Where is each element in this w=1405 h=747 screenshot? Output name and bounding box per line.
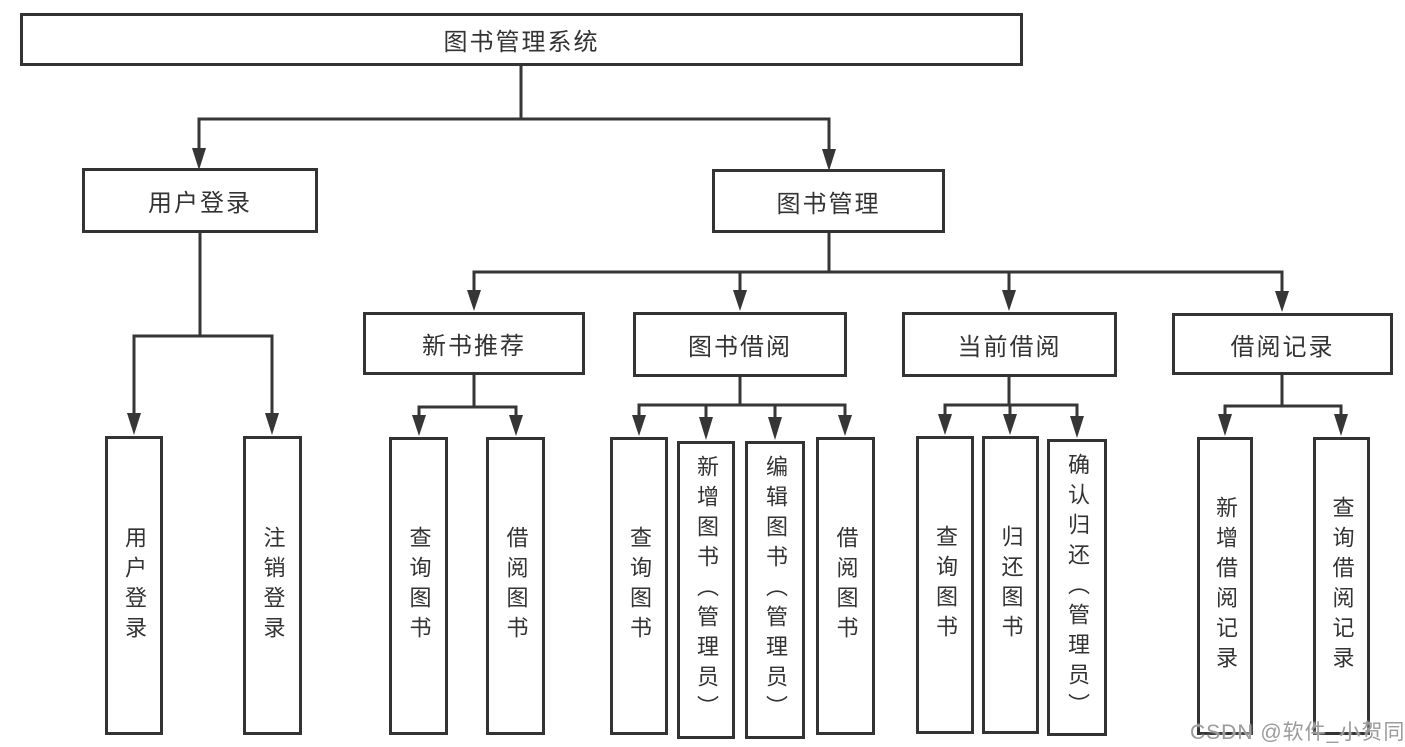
- leaf-confirm-return-admin-label: 确认归还（管理员）: [1065, 452, 1090, 723]
- arrow-down-icon: [265, 413, 279, 435]
- connector-new-book-recommend: [412, 373, 523, 436]
- arrow-down-icon: [1334, 414, 1348, 436]
- arrow-down-icon: [127, 413, 141, 435]
- node-current-borrow-label: 当前借阅: [957, 334, 1062, 361]
- connector-user-login: [127, 231, 279, 435]
- arrow-down-icon: [509, 415, 523, 436]
- leaf-logout-login: 注销登录: [243, 436, 302, 735]
- node-user-login-label: 用户登录: [148, 190, 252, 217]
- arrow-down-icon: [192, 148, 206, 170]
- node-user-login: 用户登录: [82, 168, 318, 233]
- arrow-down-icon: [1002, 290, 1016, 311]
- leaf-add-book-admin: 新增图书（管理员）: [677, 441, 735, 739]
- arrow-down-icon: [632, 415, 646, 436]
- node-book-management: 图书管理: [712, 169, 945, 233]
- arrow-down-icon: [1275, 291, 1289, 312]
- leaf-return-books-label: 归还图书: [998, 525, 1024, 645]
- leaf-add-book-admin-label: 新增图书（管理员）: [694, 455, 719, 725]
- connector-root: [192, 64, 836, 171]
- leaf-query-books-recommend: 查询图书: [389, 437, 448, 735]
- leaf-borrow-books-recommend-label: 借阅图书: [503, 526, 529, 646]
- node-book-borrow: 图书借阅: [633, 312, 847, 377]
- leaf-query-books-current: 查询图书: [916, 436, 974, 734]
- arrow-down-icon: [412, 415, 426, 436]
- node-new-book-recommend-label: 新书推荐: [422, 333, 526, 360]
- leaf-query-books-recommend-label: 查询图书: [406, 526, 432, 646]
- leaf-confirm-return-admin: 确认归还（管理员）: [1047, 439, 1107, 736]
- connector-book-borrow: [632, 375, 852, 440]
- leaf-edit-book-admin-label: 编辑图书（管理员）: [763, 455, 788, 725]
- leaf-return-books: 归还图书: [982, 436, 1039, 734]
- arrow-down-icon: [467, 290, 481, 311]
- leaf-query-borrow-record-label: 查询借阅记录: [1329, 496, 1355, 676]
- connector-current-borrow: [938, 375, 1084, 438]
- leaf-borrow-books-recommend: 借阅图书: [486, 437, 545, 735]
- arrow-down-icon: [699, 417, 713, 440]
- leaf-query-books-current-label: 查询图书: [933, 525, 958, 645]
- node-new-book-recommend: 新书推荐: [363, 312, 585, 375]
- leaf-borrow-books-borrow-label: 借阅图书: [833, 526, 859, 646]
- arrow-down-icon: [938, 414, 952, 435]
- connector-borrow-records: [1218, 373, 1348, 436]
- node-book-borrow-label: 图书借阅: [688, 334, 792, 361]
- node-book-management-label: 图书管理: [776, 190, 881, 218]
- node-root: 图书管理系统: [20, 13, 1023, 66]
- connector-book-management: [467, 231, 1289, 312]
- arrow-down-icon: [733, 290, 747, 311]
- leaf-user-login-label: 用户登录: [122, 525, 147, 646]
- leaf-logout-login-label: 注销登录: [260, 525, 286, 646]
- leaf-user-login: 用户登录: [105, 436, 163, 735]
- node-root-label: 图书管理系统: [443, 29, 600, 56]
- leaf-query-borrow-record: 查询借阅记录: [1313, 437, 1370, 735]
- arrow-down-icon: [822, 149, 836, 171]
- node-borrow-records: 借阅记录: [1172, 313, 1393, 375]
- leaf-query-books-borrow: 查询图书: [610, 437, 668, 735]
- arrow-down-icon: [1003, 414, 1017, 435]
- node-borrow-records-label: 借阅记录: [1230, 333, 1335, 361]
- leaf-add-borrow-record-label: 新增借阅记录: [1213, 496, 1238, 676]
- leaf-edit-book-admin: 编辑图书（管理员）: [745, 441, 805, 739]
- arrow-down-icon: [1070, 416, 1084, 438]
- watermark: CSDN @软件_小贺同学: [1190, 721, 1405, 744]
- leaf-borrow-books-borrow: 借阅图书: [816, 437, 875, 735]
- arrow-down-icon: [1218, 414, 1232, 436]
- leaf-add-borrow-record: 新增借阅记录: [1197, 437, 1253, 735]
- leaf-query-books-borrow-label: 查询图书: [627, 526, 652, 646]
- arrow-down-icon: [768, 417, 782, 440]
- arrow-down-icon: [838, 415, 852, 436]
- node-current-borrow: 当前借阅: [902, 312, 1117, 377]
